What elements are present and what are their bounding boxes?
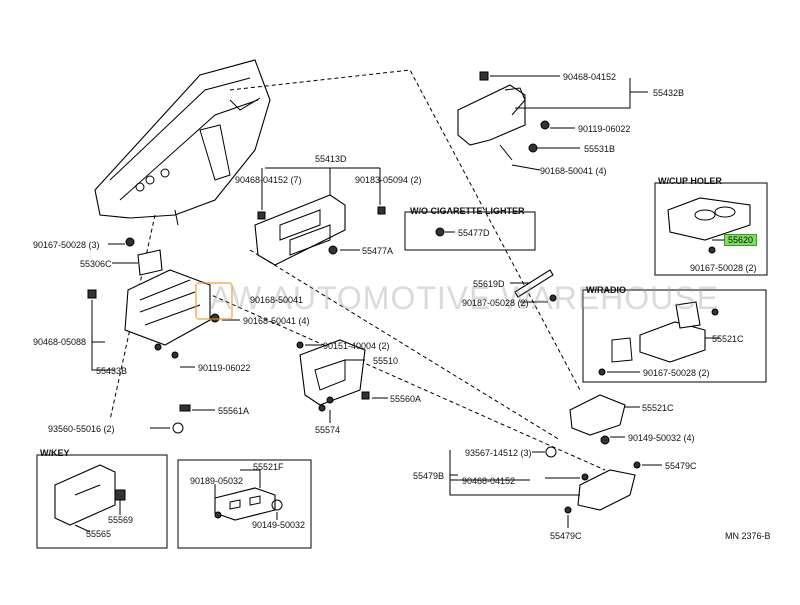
part-label[interactable]: 55432B xyxy=(653,88,685,98)
section-box-no-lighter xyxy=(404,211,536,251)
part-label[interactable]: 55477A xyxy=(362,246,394,256)
part-label[interactable]: 90468-05088 xyxy=(33,337,87,347)
diagram-code: MN 2376-B xyxy=(725,531,771,541)
part-label[interactable]: 55479C xyxy=(550,531,582,541)
cup-holder-55620 xyxy=(667,197,751,254)
glovebox-55510 xyxy=(296,339,370,412)
bracket-55306C xyxy=(125,237,163,276)
watermark-logo xyxy=(195,282,233,320)
part-label[interactable]: 90168-50041 xyxy=(250,295,304,305)
part-label[interactable]: 55510 xyxy=(373,356,399,366)
part-label[interactable]: 90149-50032 (4) xyxy=(628,433,695,443)
part-label[interactable]: 55531B xyxy=(584,144,616,154)
part-label[interactable]: 93567-14512 (3) xyxy=(465,448,532,458)
radio-bracket-55521C xyxy=(598,301,719,376)
part-label[interactable]: 55433B xyxy=(96,366,128,376)
section-header-no-lighter: W/O CIGARETTE LIGHTER xyxy=(410,206,525,216)
part-label[interactable]: 55565 xyxy=(86,529,112,539)
part-label[interactable]: 55479B xyxy=(413,471,445,481)
bracket-55432B xyxy=(457,71,550,161)
section-header-cup-holder: W/CUP HOLER xyxy=(658,176,722,186)
part-label[interactable]: 55521C xyxy=(642,403,674,413)
part-label[interactable]: 55619D xyxy=(473,279,505,289)
console-55433B xyxy=(87,269,220,359)
part-label[interactable]: 55574 xyxy=(315,425,341,435)
part-label[interactable]: 90189-05032 xyxy=(190,476,244,486)
reference-line xyxy=(199,289,606,471)
part-label[interactable]: 55569 xyxy=(108,515,134,525)
part-label[interactable]: 55477D xyxy=(458,228,490,238)
part-label[interactable]: 55561A xyxy=(218,406,250,416)
part-label[interactable]: 90468-04152 xyxy=(462,476,516,486)
part-label[interactable]: 90468-04152 xyxy=(563,72,617,82)
rod-55619D xyxy=(514,269,554,298)
section-box-radio xyxy=(582,289,767,383)
trim-55479B xyxy=(564,461,641,514)
part-label[interactable]: 90119-06022 xyxy=(578,124,631,134)
part-label[interactable]: 90167-50028 (3) xyxy=(33,240,100,250)
watermark-text: AW AUTOMOTIVE WAREHOUSE xyxy=(210,280,719,316)
part-label[interactable]: 90187-05028 (2) xyxy=(462,298,529,308)
part-label[interactable]: 90168-50041 (4) xyxy=(243,316,310,326)
part-label[interactable]: 55306C xyxy=(80,259,112,269)
part-label[interactable]: 90167-50028 (2) xyxy=(690,263,757,273)
section-box-key xyxy=(36,454,168,549)
part-label[interactable]: 90167-50028 (2) xyxy=(643,368,710,378)
part-label[interactable]: 55521C xyxy=(712,334,744,344)
dashboard-panel xyxy=(94,59,271,226)
clip-55561A xyxy=(179,404,191,412)
part-label[interactable]: 55413D xyxy=(315,154,347,164)
part-label[interactable]: 90119-06022 xyxy=(198,363,251,373)
part-label[interactable]: 93560-55016 (2) xyxy=(48,424,115,434)
section-header-key: W/KEY xyxy=(40,448,70,458)
reference-line xyxy=(249,249,561,441)
section-box-cup-holder xyxy=(654,182,768,276)
part-label[interactable]: 55479C xyxy=(665,461,697,471)
part-label[interactable]: 90151-40004 (2) xyxy=(323,341,390,351)
key-lock-55565 xyxy=(54,464,126,526)
part-label[interactable]: 90468-04152 (7) xyxy=(235,175,302,185)
part-label-highlighted[interactable]: 55620 xyxy=(724,234,758,246)
part-label[interactable]: 90168-50041 (4) xyxy=(540,166,607,176)
switch-55521F xyxy=(214,487,276,521)
bracket-55521C xyxy=(569,394,626,445)
part-label[interactable]: 90183-05094 (2) xyxy=(355,175,422,185)
section-header-radio: W/RADIO xyxy=(586,285,626,295)
part-label[interactable]: 55560A xyxy=(390,394,422,404)
part-label[interactable]: 90149-50032 xyxy=(252,520,306,530)
part-label[interactable]: 55521F xyxy=(253,462,284,472)
section-box-55521F xyxy=(177,459,312,549)
